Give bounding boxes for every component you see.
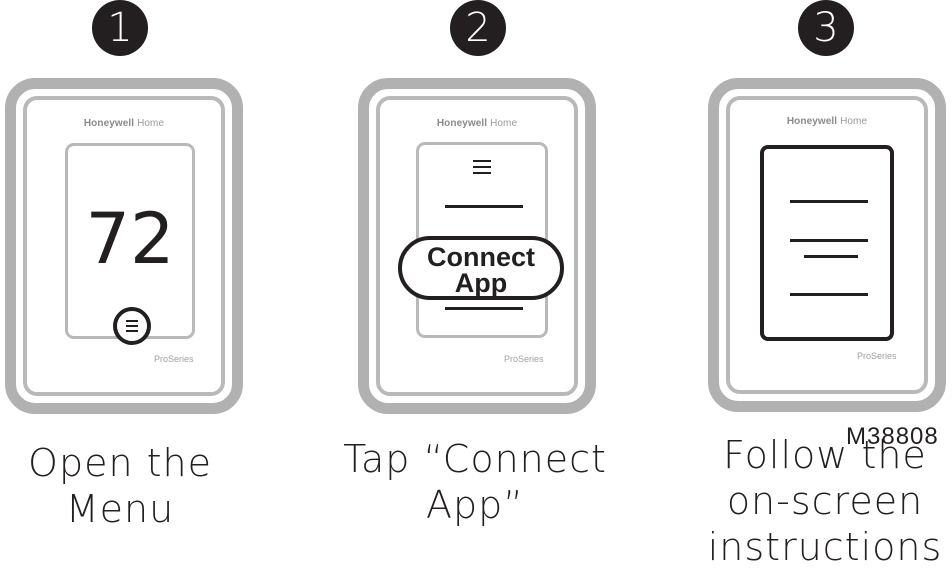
screen-line xyxy=(445,307,523,310)
step-2-caption: Tap “Connect App” xyxy=(340,436,610,528)
menu-icon-line xyxy=(126,330,138,332)
screen-line xyxy=(804,255,858,258)
thermostat-1: Honeywell Home 72 ProSeries xyxy=(5,78,243,414)
thermostat-3-brand: Honeywell Home xyxy=(730,116,924,127)
thermostat-1-screen: 72 xyxy=(65,143,195,339)
button-label-line: Connect xyxy=(427,242,535,272)
hamburger-line xyxy=(473,172,491,174)
menu-button[interactable] xyxy=(113,307,151,345)
thermostat-3: Honeywell Home ProSeries xyxy=(708,78,946,412)
thermostat-3-series: ProSeries xyxy=(857,351,897,361)
menu-icon-line xyxy=(126,325,138,327)
brand-bold: Honeywell xyxy=(786,116,838,127)
screen-line xyxy=(790,293,868,296)
caption-line: Follow the xyxy=(723,433,927,477)
brand-light: Home xyxy=(840,116,868,127)
brand-bold: Honeywell xyxy=(436,118,488,129)
caption-line: Menu xyxy=(65,487,175,531)
step-3-badge: 3 xyxy=(798,0,854,56)
hamburger-line xyxy=(473,166,491,168)
hamburger-menu-icon[interactable] xyxy=(473,160,491,176)
screen-line xyxy=(790,239,868,242)
connect-app-button[interactable]: Connect App xyxy=(398,236,564,300)
step-3-caption: Follow the on-screen instructions xyxy=(698,432,952,570)
caption-line: Tap “Connect xyxy=(343,437,607,481)
thermostat-2-bezel: Honeywell Home Connect App ProSeries xyxy=(376,96,578,396)
step-2-badge: 2 xyxy=(450,0,506,56)
brand-light: Home xyxy=(490,118,518,129)
temperature-readout: 72 xyxy=(85,198,175,280)
hamburger-line xyxy=(473,160,491,162)
thermostat-1-brand: Honeywell Home xyxy=(27,118,221,129)
thermostat-2-series: ProSeries xyxy=(504,354,544,364)
step-1-caption: Open the Menu xyxy=(10,440,230,532)
caption-line: App” xyxy=(426,483,524,527)
instructions-screen xyxy=(760,145,894,341)
screen-line xyxy=(790,200,868,203)
thermostat-3-bezel: Honeywell Home ProSeries xyxy=(726,96,928,394)
thermostat-2-brand: Honeywell Home xyxy=(380,118,574,129)
menu-icon-line xyxy=(126,320,138,322)
screen-line xyxy=(445,205,523,208)
thermostat-2: Honeywell Home Connect App ProSeries xyxy=(358,78,596,414)
caption-line: on-screen xyxy=(726,479,924,523)
button-label-line: App xyxy=(454,268,508,298)
step-1-badge: 1 xyxy=(92,0,148,56)
figure-code: M38808 xyxy=(846,423,939,450)
thermostat-1-series: ProSeries xyxy=(154,354,194,364)
caption-line: instructions xyxy=(707,525,943,569)
thermostat-1-bezel: Honeywell Home 72 ProSeries xyxy=(23,96,225,396)
brand-light: Home xyxy=(137,118,165,129)
caption-line: Open the xyxy=(28,441,212,485)
brand-bold: Honeywell xyxy=(83,118,135,129)
